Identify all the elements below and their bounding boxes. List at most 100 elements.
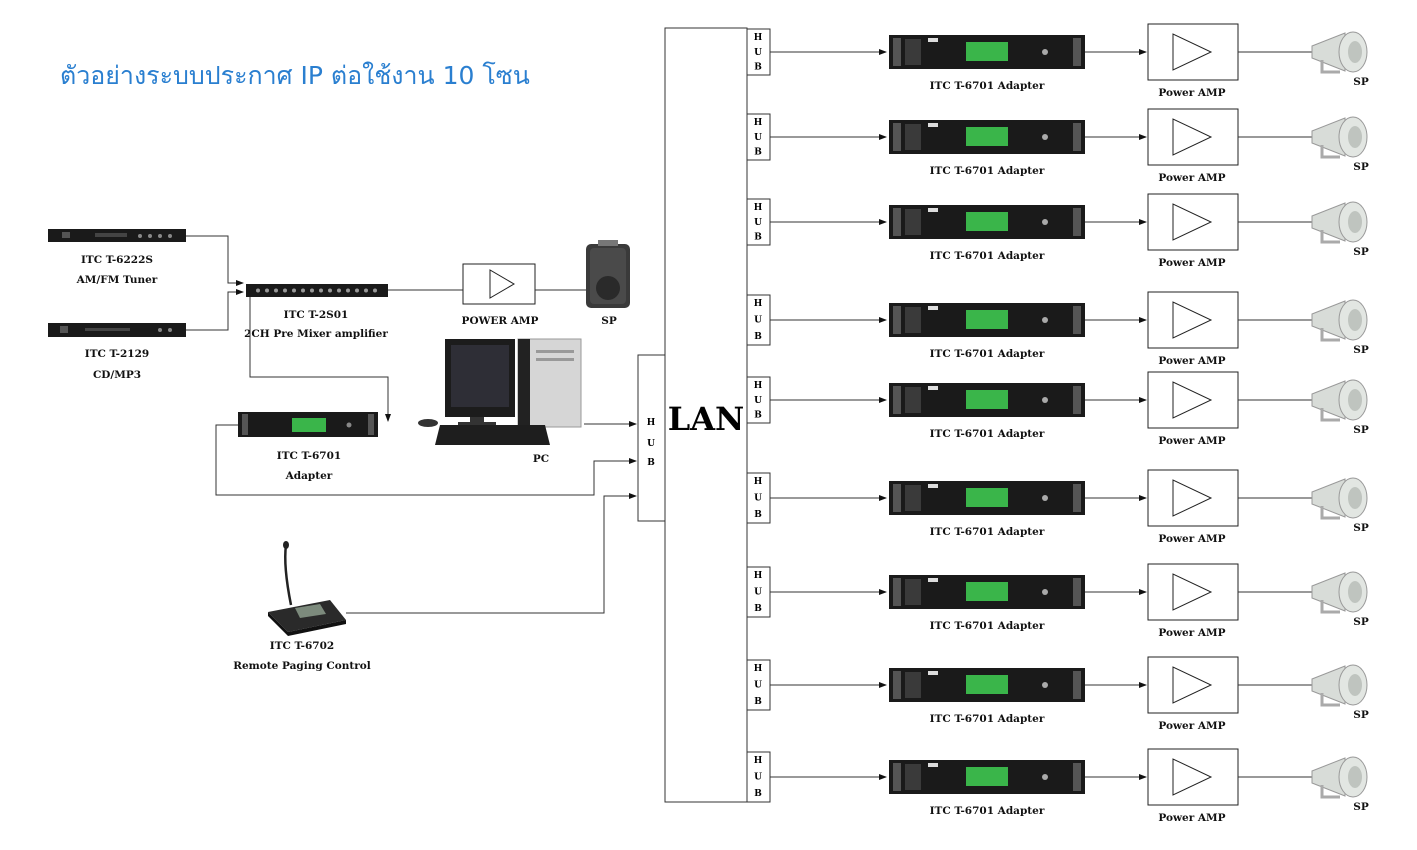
zone-power-amp (1147, 291, 1239, 349)
zone-speaker-label: SP (1353, 424, 1369, 436)
adapter-model: ITC T-6701 (277, 450, 341, 462)
zone-hub-letter: B (754, 233, 762, 243)
zone-adapter-label: ITC T-6701 Adapter (930, 713, 1045, 725)
zone-amp-label: Power AMP (1158, 435, 1225, 447)
zone-hub-letter: H (754, 756, 763, 766)
tuner-to-mixer-line (186, 235, 244, 286)
horn-speaker-icon (1311, 477, 1368, 520)
zone-power-amp (1147, 371, 1239, 429)
tuner-model: ITC T-6222S (81, 254, 153, 266)
zone-hub-letter: U (754, 773, 762, 783)
zone-hub-letter: U (754, 48, 762, 58)
zone-speaker-label: SP (1353, 616, 1369, 628)
zone-adapter-label: ITC T-6701 Adapter (930, 80, 1045, 92)
zone-adapter-device (889, 383, 1085, 417)
zone-power-amp (1147, 563, 1239, 621)
zone-power-amp (1147, 748, 1239, 806)
pc-label: PC (533, 453, 549, 465)
paging-desc: Remote Paging Control (233, 660, 370, 672)
main-hub-box (637, 354, 666, 522)
zone-adapter-device (889, 575, 1085, 609)
zone-speaker-label: SP (1353, 76, 1369, 88)
tuner-desc: AM/FM Tuner (76, 274, 158, 286)
zone-speaker-label: SP (1353, 344, 1369, 356)
adapter-device (238, 412, 378, 437)
zone-amp-label: Power AMP (1158, 355, 1225, 367)
mixer-desc: 2CH Pre Mixer amplifier (244, 328, 388, 340)
zone-hub-letter: B (754, 411, 762, 421)
horn-speaker-icon (1311, 31, 1368, 74)
zone-hub-letter: U (754, 218, 762, 228)
zone-hub-letter: B (754, 63, 762, 73)
zone-amp-label: Power AMP (1158, 627, 1225, 639)
zone-speaker-label: SP (1353, 246, 1369, 258)
zone-hub-letter: B (754, 510, 762, 520)
zone-amp-label: Power AMP (1158, 812, 1225, 824)
adapter-to-hub-line (215, 424, 637, 496)
zone-hub-letter: B (754, 789, 762, 799)
cd-model: ITC T-2129 (85, 348, 149, 360)
zone-hub-letter: H (754, 203, 763, 213)
zone-speaker-label: SP (1353, 522, 1369, 534)
horn-speaker-icon (1311, 201, 1368, 244)
zone-adapter-device (889, 120, 1085, 154)
zone-adapter-device (889, 668, 1085, 702)
zone-adapter-device (889, 760, 1085, 794)
main-hub-letter-h: H (647, 418, 656, 428)
zone-hub-letter: H (754, 477, 763, 487)
paging-to-hub-line (346, 493, 637, 614)
zone-adapter-label: ITC T-6701 Adapter (930, 348, 1045, 360)
paging-model: ITC T-6702 (270, 640, 334, 652)
zone-hub-letter: B (754, 148, 762, 158)
horn-speaker-icon (1311, 571, 1368, 614)
cd-player-device (48, 323, 186, 337)
zone-hub-letter: U (754, 494, 762, 504)
zone-hub-letter: U (754, 681, 762, 691)
zone-amp-label: Power AMP (1158, 720, 1225, 732)
zone-speaker-label: SP (1353, 709, 1369, 721)
zone-hub-letter: H (754, 571, 763, 581)
mixer-device (246, 284, 388, 297)
zone-adapter-device (889, 481, 1085, 515)
diagram-title: ตัวอย่างระบบประกาศ IP ต่อใช้งาน 10 โซน (60, 61, 530, 90)
zone-hub-letter: B (754, 697, 762, 707)
zone-adapter-label: ITC T-6701 Adapter (930, 805, 1045, 817)
zone-hub-letter: H (754, 299, 763, 309)
adapter-desc: Adapter (285, 470, 333, 482)
lan-label: LAN (668, 400, 745, 438)
zone-hub-letter: U (754, 588, 762, 598)
zone-power-amp (1147, 23, 1239, 81)
local-amp-label: POWER AMP (462, 315, 539, 327)
zone-power-amp (1147, 108, 1239, 166)
zone-adapter-label: ITC T-6701 Adapter (930, 428, 1045, 440)
zone-adapter-label: ITC T-6701 Adapter (930, 620, 1045, 632)
zone-speaker-label: SP (1353, 161, 1369, 173)
tuner-device (48, 229, 186, 242)
local-power-amp (462, 263, 536, 305)
zone-hub-letter: U (754, 316, 762, 326)
zone-hub-letter: H (754, 664, 763, 674)
pc-icon (418, 338, 582, 445)
zone-hub-letter: H (754, 381, 763, 391)
zone-speaker-label: SP (1353, 801, 1369, 813)
zone-hub-letter: U (754, 133, 762, 143)
zone-adapter-device (889, 303, 1085, 337)
main-hub-letter-b: B (647, 458, 655, 468)
zone-hub-letter: H (754, 118, 763, 128)
zone-adapter-label: ITC T-6701 Adapter (930, 250, 1045, 262)
zone-hub-letter: U (754, 396, 762, 406)
horn-speaker-icon (1311, 756, 1368, 799)
mixer-to-adapter-line (249, 297, 391, 422)
horn-speaker-icon (1311, 664, 1368, 707)
mixer-model: ITC T-2S01 (284, 309, 349, 321)
